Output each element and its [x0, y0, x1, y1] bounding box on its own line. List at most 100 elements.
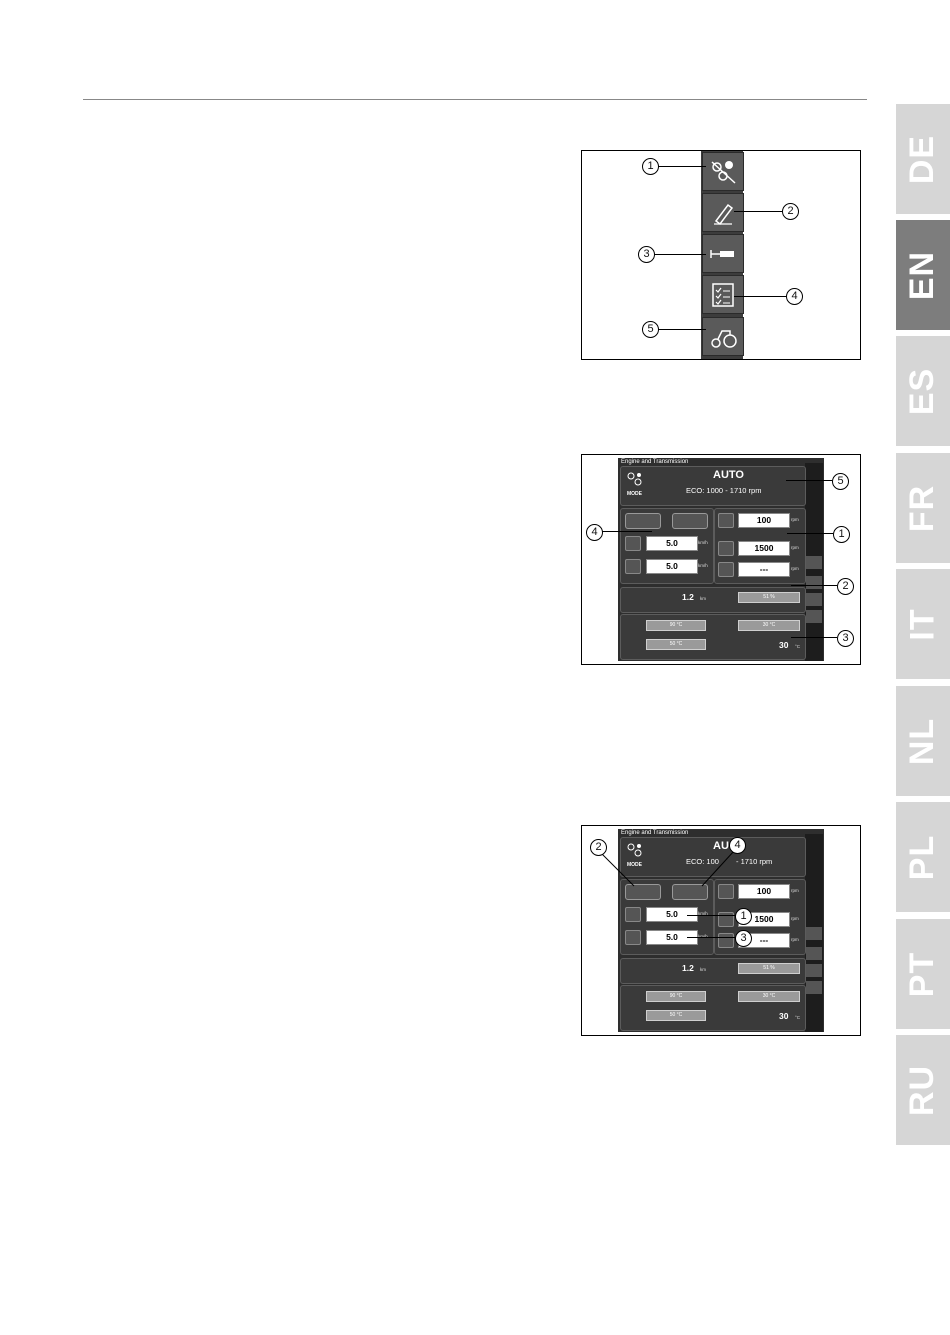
callout-1: 1: [735, 908, 752, 925]
side-implement-button[interactable]: [806, 964, 822, 977]
slip-value: 1.2: [682, 592, 694, 602]
side-edit-button[interactable]: [806, 576, 822, 589]
edit-button[interactable]: [702, 193, 744, 232]
lang-tab-nl[interactable]: NL: [896, 686, 950, 796]
leader-line: [658, 329, 706, 330]
transmission-temp-icon: [625, 639, 639, 652]
speed-limit-icon[interactable]: [625, 559, 641, 574]
rpm-unit: rpm: [791, 888, 799, 893]
temp-value-3: 30 °C: [738, 991, 800, 1002]
gear-preset-button-2[interactable]: [672, 884, 708, 900]
side-transmission-button[interactable]: [806, 927, 822, 940]
checklist-button[interactable]: [702, 275, 744, 314]
ambient-temp-value: 30: [779, 1011, 789, 1021]
engine-rpm-icon[interactable]: [718, 541, 734, 556]
ambient-temp-value: 30: [779, 640, 789, 650]
mode-label: MODE: [627, 862, 642, 868]
speed-unit: km/h: [698, 934, 708, 939]
engine-load-icon: [718, 592, 732, 605]
lang-tab-label: PT: [903, 951, 942, 997]
speed-value-1[interactable]: 5.0: [646, 536, 698, 551]
lang-tab-ru[interactable]: RU: [896, 1035, 950, 1145]
speed-unit: km/h: [698, 911, 708, 916]
lang-tab-label: RU: [903, 1064, 942, 1116]
engine-rpm-icon[interactable]: [718, 562, 734, 577]
speed-value-2[interactable]: 5.0: [646, 559, 698, 574]
rpm-value-2[interactable]: 1500: [738, 541, 790, 556]
temp-value-1: 90 °C: [646, 991, 706, 1002]
lang-tab-en[interactable]: EN: [896, 220, 950, 330]
speed-limit-icon[interactable]: [625, 907, 641, 922]
lang-tab-fr[interactable]: FR: [896, 453, 950, 563]
mode-label: MODE: [627, 491, 642, 497]
leader-line: [687, 915, 735, 916]
speed-unit: km/h: [698, 540, 708, 545]
gear-preset-button-1[interactable]: [625, 884, 661, 900]
lang-tab-label: ES: [903, 367, 942, 415]
leader-line: [791, 637, 837, 638]
lang-tab-it[interactable]: IT: [896, 569, 950, 679]
rpm-value-1[interactable]: 100: [738, 884, 790, 899]
ambient-temp-unit: °C: [795, 644, 801, 649]
gear-preset-button-1[interactable]: [625, 513, 661, 529]
leader-line: [791, 585, 837, 586]
speed-unit: km/h: [698, 563, 708, 568]
slip-unit: km: [700, 967, 706, 972]
mode-panel[interactable]: [620, 466, 806, 506]
speed-limit-icon[interactable]: [625, 536, 641, 551]
transmission-settings-button[interactable]: [702, 152, 744, 191]
speed-limit-icon[interactable]: [625, 930, 641, 945]
slip-value: 1.2: [682, 963, 694, 973]
transmission-mode-icon: [627, 843, 642, 857]
header-rule: [83, 99, 867, 100]
fuel-temp-icon: [718, 620, 732, 633]
callout-3: 3: [638, 246, 655, 263]
figure-engine-transmission: Engine and Transmission MODE AUTO ECO: 1…: [581, 454, 861, 665]
leader-line: [734, 211, 782, 212]
rpm-unit: rpm: [791, 545, 799, 550]
implement-button[interactable]: [702, 234, 744, 273]
rpm-value-3[interactable]: ---: [738, 562, 790, 577]
mode-panel[interactable]: [620, 837, 806, 877]
engine-load-value: 51 %: [738, 592, 800, 603]
lang-tab-es[interactable]: ES: [896, 336, 950, 446]
lang-tab-de[interactable]: DE: [896, 104, 950, 214]
rpm-unit: rpm: [791, 916, 799, 921]
pen-icon: [714, 203, 734, 225]
engine-rpm-icon[interactable]: [718, 884, 734, 899]
transmission-settings-icon: [711, 160, 736, 184]
lang-tab-label: FR: [903, 484, 942, 532]
leader-line: [787, 533, 833, 534]
tractor-button[interactable]: [702, 317, 744, 356]
eco-range-start: ECO: 100: [686, 857, 719, 866]
rpm-unit: rpm: [791, 566, 799, 571]
lang-tab-label: PL: [903, 834, 942, 880]
leader-line: [734, 296, 786, 297]
speed-value-1[interactable]: 5.0: [646, 907, 698, 922]
callout-4: 4: [786, 288, 803, 305]
lang-tab-label: DE: [903, 134, 942, 184]
lang-tab-pt[interactable]: PT: [896, 919, 950, 1029]
leader-line: [687, 937, 735, 938]
callout-4: 4: [729, 837, 746, 854]
side-transmission-button[interactable]: [806, 556, 822, 569]
side-implement-button[interactable]: [806, 593, 822, 606]
temp-value-2: 50 °C: [646, 639, 706, 650]
side-checklist-button[interactable]: [806, 610, 822, 623]
side-checklist-button[interactable]: [806, 981, 822, 994]
slip-unit: km: [700, 596, 706, 601]
engine-transmission-screen: Engine and Transmission MODE AU ECO: 100…: [618, 829, 824, 1032]
rpm-value-1[interactable]: 100: [738, 513, 790, 528]
lang-tab-pl[interactable]: PL: [896, 802, 950, 912]
transmission-mode-icon: [627, 472, 642, 486]
mode-value: AUTO: [713, 469, 744, 481]
callout-2: 2: [590, 839, 607, 856]
callout-2: 2: [782, 203, 799, 220]
side-edit-button[interactable]: [806, 947, 822, 960]
callout-3: 3: [735, 930, 752, 947]
gear-preset-button-2[interactable]: [672, 513, 708, 529]
implement-icon: [710, 249, 734, 258]
rpm-unit: rpm: [791, 937, 799, 942]
engine-rpm-icon[interactable]: [718, 513, 734, 528]
engine-rpm-icon[interactable]: [718, 933, 734, 948]
